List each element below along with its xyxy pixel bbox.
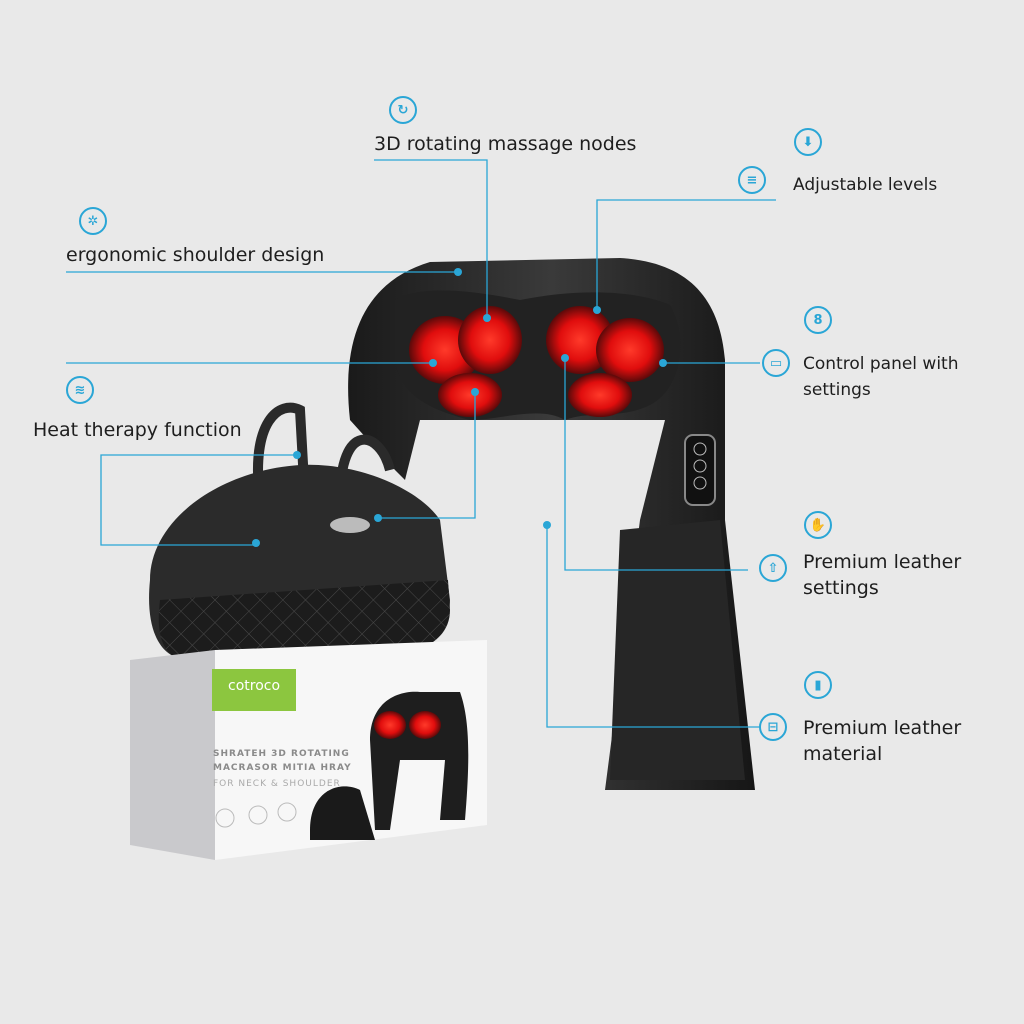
number-eight-icon: 8 — [804, 306, 832, 334]
callout-leather-settings-line1: Premium leather — [803, 551, 962, 573]
callout-leather-material-line1: Premium leather — [803, 717, 962, 739]
callout-control-line2: settings — [803, 380, 871, 400]
box-title-line2: MACRASOR MITIA HRAY — [213, 763, 352, 773]
callout-lines — [66, 159, 776, 728]
chart-icon: ▮ — [804, 671, 832, 699]
callout-leather-settings: Premium leather settings — [803, 549, 961, 601]
callout-ergonomic: ergonomic shoulder design — [66, 244, 325, 266]
control-panel-icon: ▭ — [762, 349, 790, 377]
rotation-icon: ↻ — [389, 96, 417, 124]
carry-bag — [149, 402, 450, 660]
box-title-line1: SHRATEH 3D ROTATING — [213, 749, 350, 759]
box-brand: cotroco — [228, 678, 281, 694]
callout-dots — [252, 268, 667, 547]
callout-leather-settings-line2: settings — [803, 577, 879, 599]
callout-control: Control panel with settings — [803, 351, 959, 403]
callout-nodes: 3D rotating massage nodes — [374, 133, 637, 155]
callout-leather-material: Premium leather material — [803, 715, 961, 767]
arrow-down-icon: ⬇ — [794, 128, 822, 156]
hand-icon: ✋ — [804, 511, 832, 539]
callout-control-line1: Control panel with — [803, 354, 959, 374]
control-panel — [684, 434, 716, 506]
gear-icon: ✲ — [79, 207, 107, 235]
callout-leather-material-line2: material — [803, 743, 883, 765]
product-box — [130, 640, 487, 860]
callout-heat: Heat therapy function — [33, 419, 242, 441]
settings-panel-icon: ⊟ — [759, 713, 787, 741]
brand-label — [212, 669, 296, 711]
levels-icon: ≡ — [738, 166, 766, 194]
callout-adjustable: Adjustable levels — [793, 175, 938, 195]
heat-icon: ≋ — [66, 376, 94, 404]
neck-massager — [348, 258, 755, 790]
box-subtitle: FOR NECK & SHOULDER — [213, 779, 341, 789]
upload-icon: ⇧ — [759, 554, 787, 582]
